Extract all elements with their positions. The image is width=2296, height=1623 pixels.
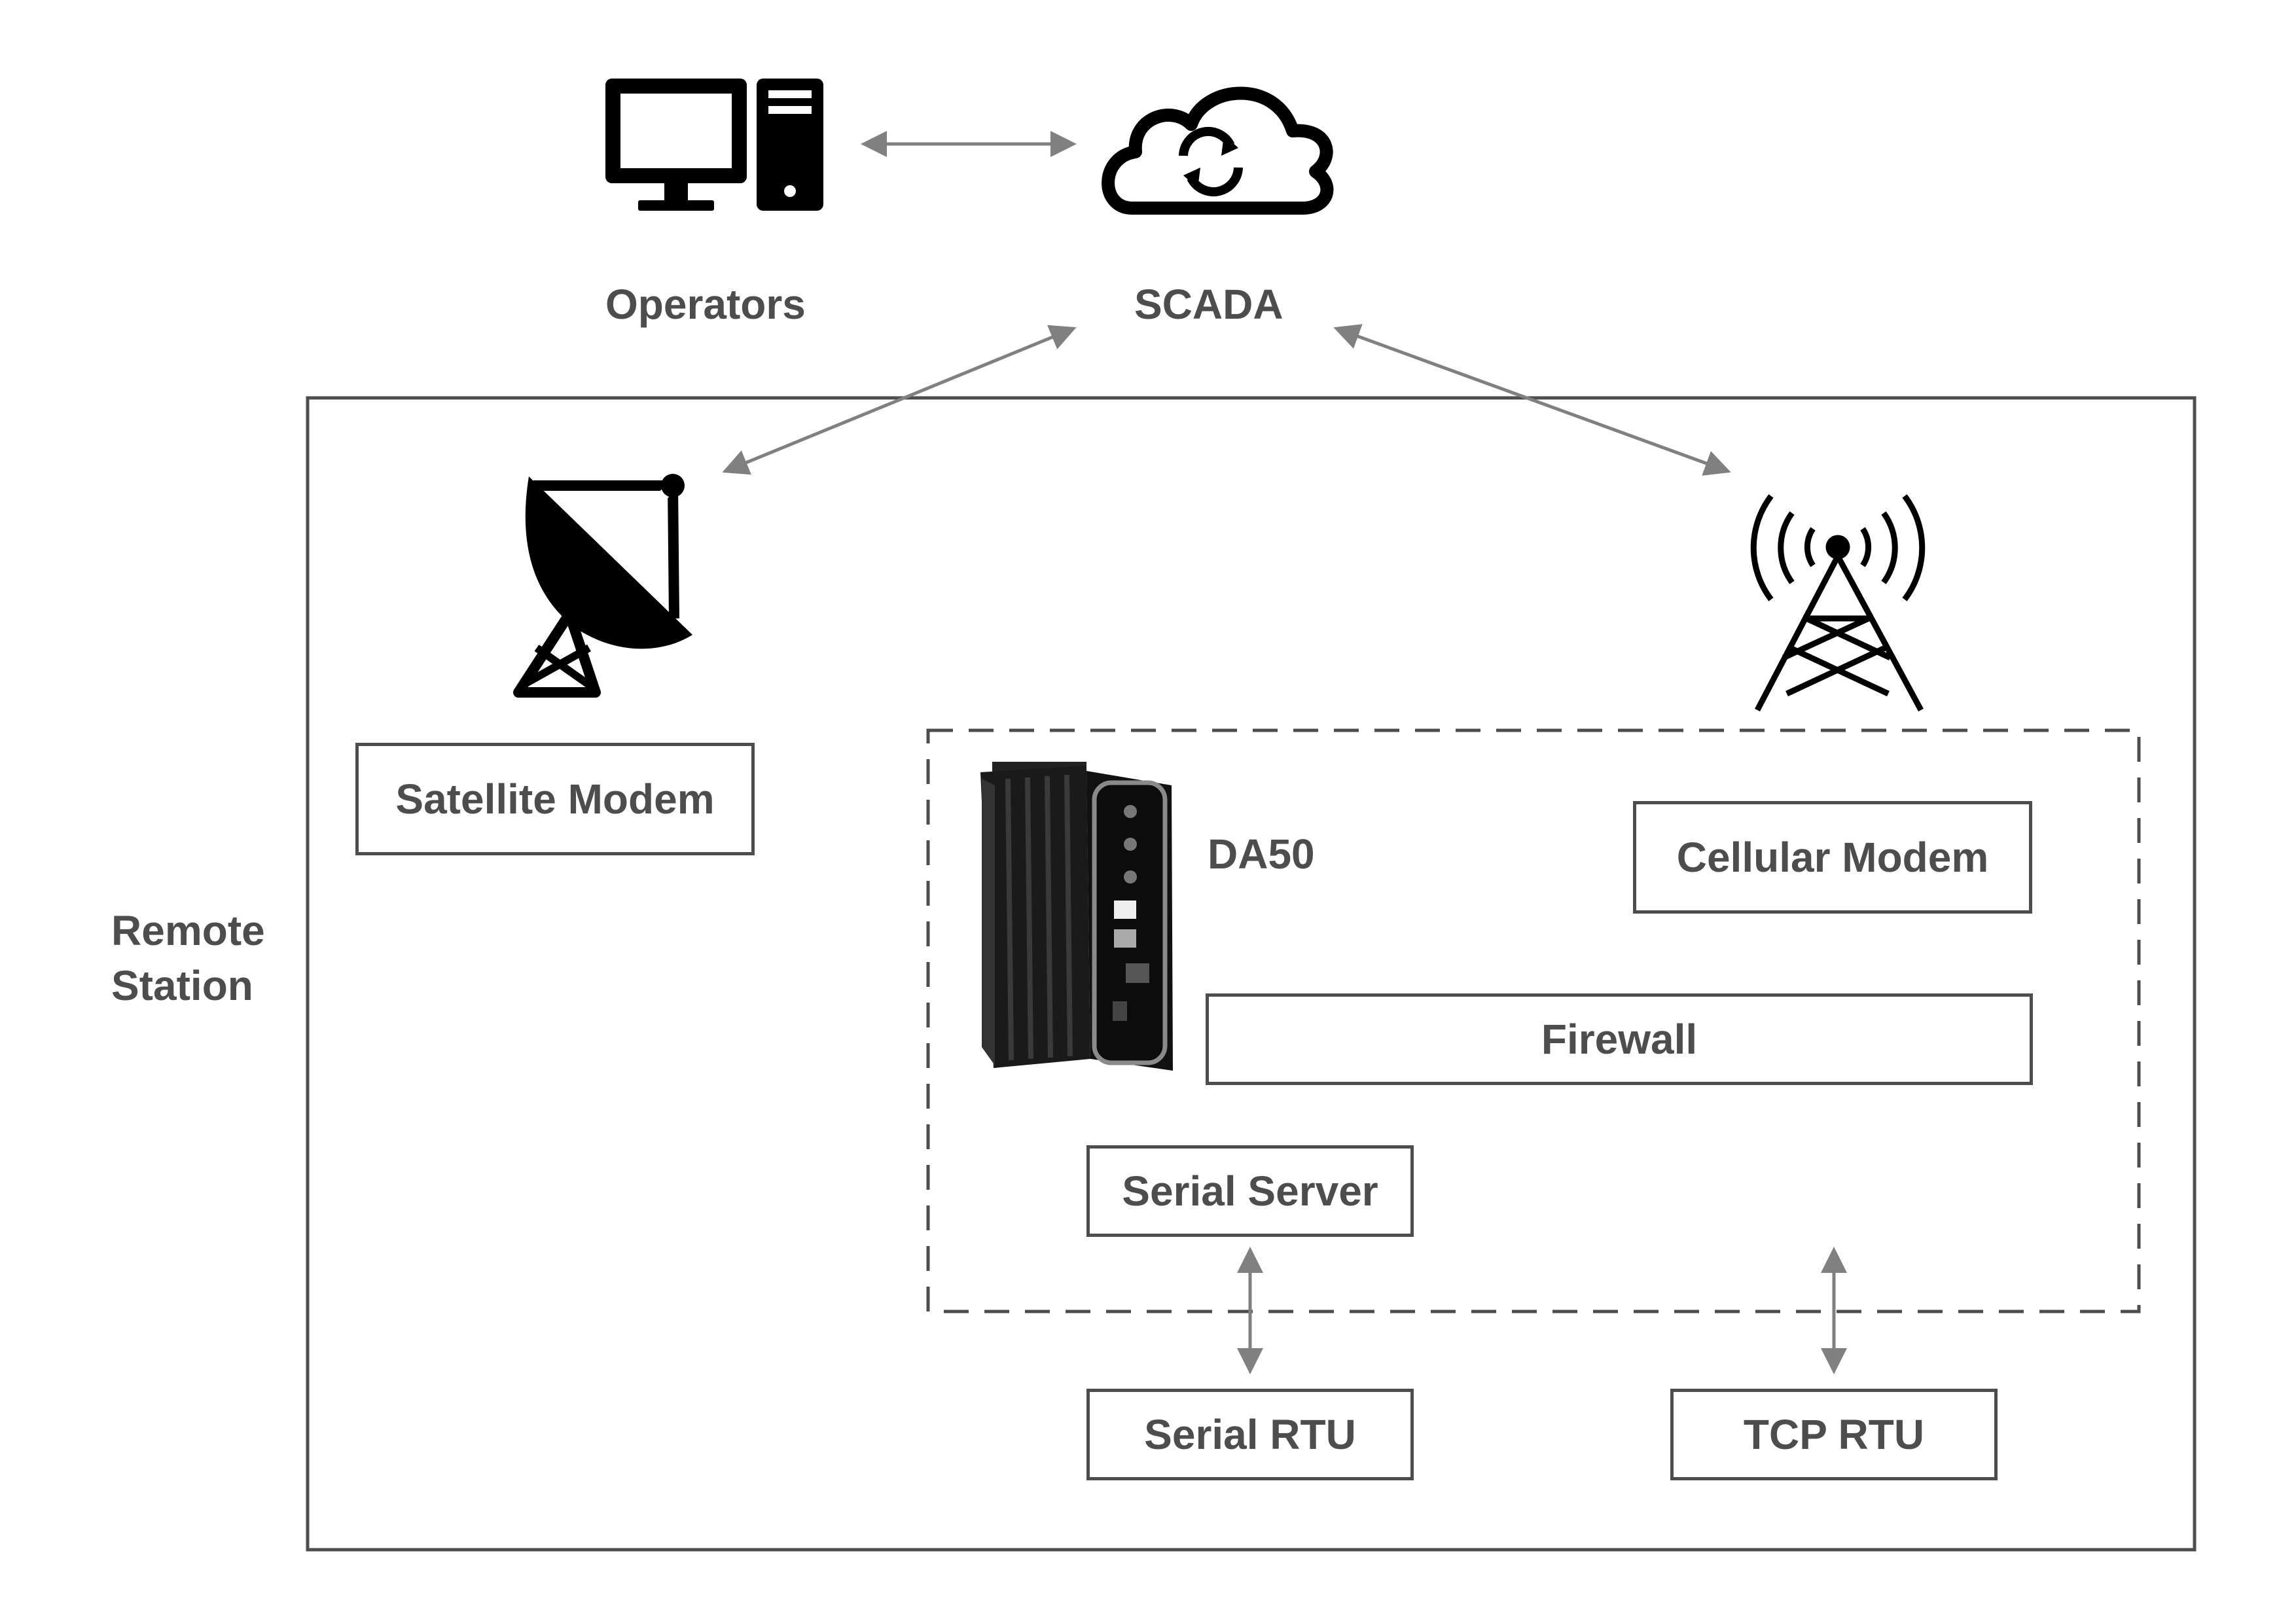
firewall-label: Firewall bbox=[1541, 1016, 1698, 1063]
tcp-rtu-box: TCP RTU bbox=[1670, 1389, 1998, 1480]
cell-tower-icon bbox=[1750, 494, 1926, 712]
arrow-scada-cellular bbox=[1333, 324, 1731, 476]
remote-station-label: Remote Station bbox=[111, 907, 265, 1009]
cellular-modem-label: Cellular Modem bbox=[1676, 834, 1989, 881]
arrow-scada-satellite bbox=[722, 325, 1077, 475]
cellular-modem-box: Cellular Modem bbox=[1633, 801, 2032, 914]
firewall-box: Firewall bbox=[1206, 993, 2033, 1085]
scada-label: SCADA bbox=[1134, 281, 1283, 328]
cloud-sync-icon bbox=[1102, 86, 1334, 215]
satellite-modem-box: Satellite Modem bbox=[355, 743, 755, 855]
serial-server-label: Serial Server bbox=[1122, 1168, 1378, 1215]
da50-device-image bbox=[980, 762, 1173, 1071]
satellite-modem-label: Satellite Modem bbox=[395, 776, 715, 823]
remote-station-frame bbox=[306, 396, 2197, 1552]
operators-label: Operators bbox=[605, 281, 806, 328]
desktop-computer-icon bbox=[605, 79, 823, 211]
serial-rtu-label: Serial RTU bbox=[1144, 1411, 1356, 1458]
satellite-dish-icon bbox=[513, 474, 692, 698]
da50-group-frame bbox=[926, 728, 2141, 1313]
serial-rtu-box: Serial RTU bbox=[1086, 1389, 1414, 1480]
serial-server-box: Serial Server bbox=[1086, 1145, 1414, 1237]
da50-label: DA50 bbox=[1208, 830, 1315, 878]
tcp-rtu-label: TCP RTU bbox=[1743, 1411, 1925, 1458]
